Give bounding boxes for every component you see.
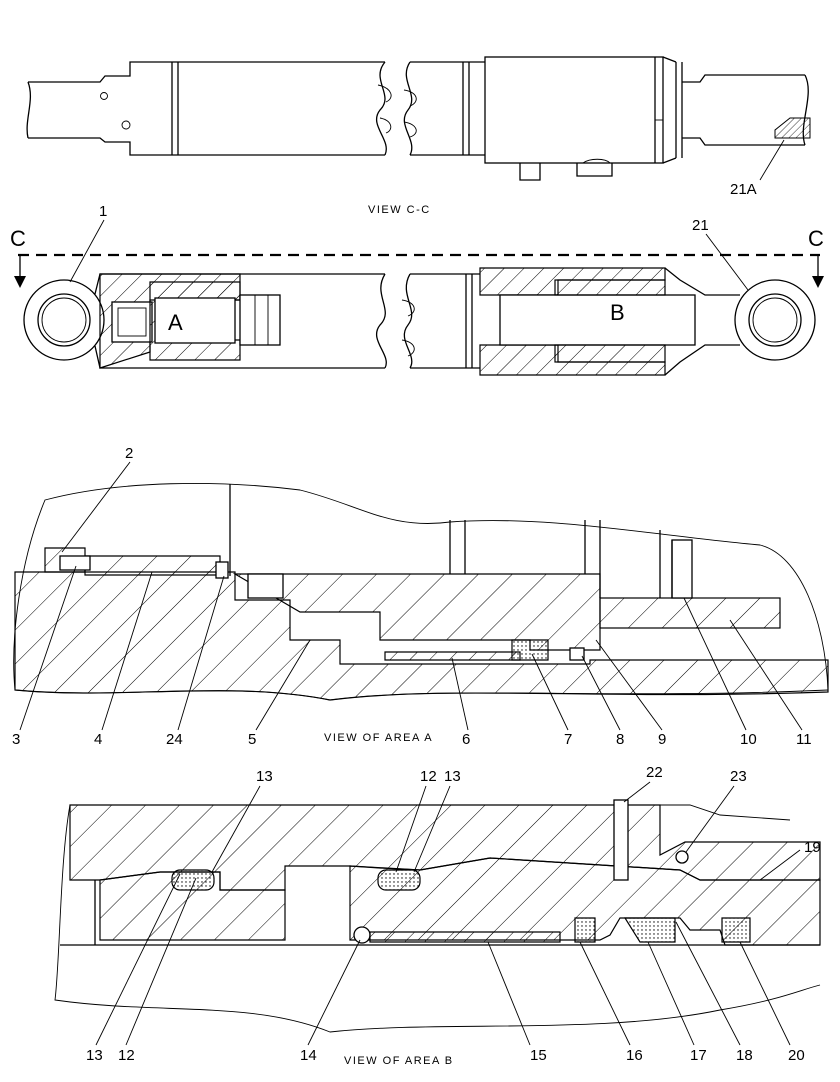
callout-20: 20 [788,1047,805,1064]
callout-2: 2 [125,445,133,462]
area-mark-b: B [610,300,625,325]
callout-7: 7 [564,731,572,748]
section-mark-left: C [10,226,26,251]
area-a-detail-view: 2 3 4 24 5 6 7 8 9 10 11 [12,445,829,748]
view-cc-caption: VIEW C-C [368,204,431,216]
callout-4: 4 [94,731,102,748]
area-b-detail-view: 13 12 13 22 23 19 13 12 14 15 16 17 18 2… [54,764,821,1064]
callout-15: 15 [530,1047,547,1064]
callout-8: 8 [616,731,624,748]
callout-21: 21 [692,217,709,234]
callout-13-bottom: 13 [86,1047,103,1064]
view-area-a-caption: VIEW OF AREA A [324,732,433,744]
area-mark-a: A [168,310,183,335]
callout-12-top: 12 [420,768,437,785]
callout-13-top-left: 13 [256,768,273,785]
callout-12-bottom: 12 [118,1047,135,1064]
callout-13-top: 13 [444,768,461,785]
callout-5: 5 [248,731,256,748]
callout-11: 11 [796,731,812,748]
callout-24: 24 [166,731,183,748]
callout-22: 22 [646,764,663,781]
section-mark-right: C [808,226,824,251]
callout-14: 14 [300,1047,317,1064]
callout-18: 18 [736,1047,753,1064]
callout-3: 3 [12,731,20,748]
callout-6: 6 [462,731,470,748]
callout-19: 19 [804,839,821,856]
cylinder-section-view: C C A B [10,203,824,376]
callout-1: 1 [99,203,107,220]
callout-16: 16 [626,1047,643,1064]
callout-9: 9 [658,731,666,748]
callout-23: 23 [730,768,747,785]
view-area-b-caption: VIEW OF AREA B [344,1055,454,1067]
callout-21a: 21A [730,181,757,198]
callout-10: 10 [740,731,757,748]
cylinder-exterior-view: 21A [26,56,811,198]
callout-17: 17 [690,1047,707,1064]
